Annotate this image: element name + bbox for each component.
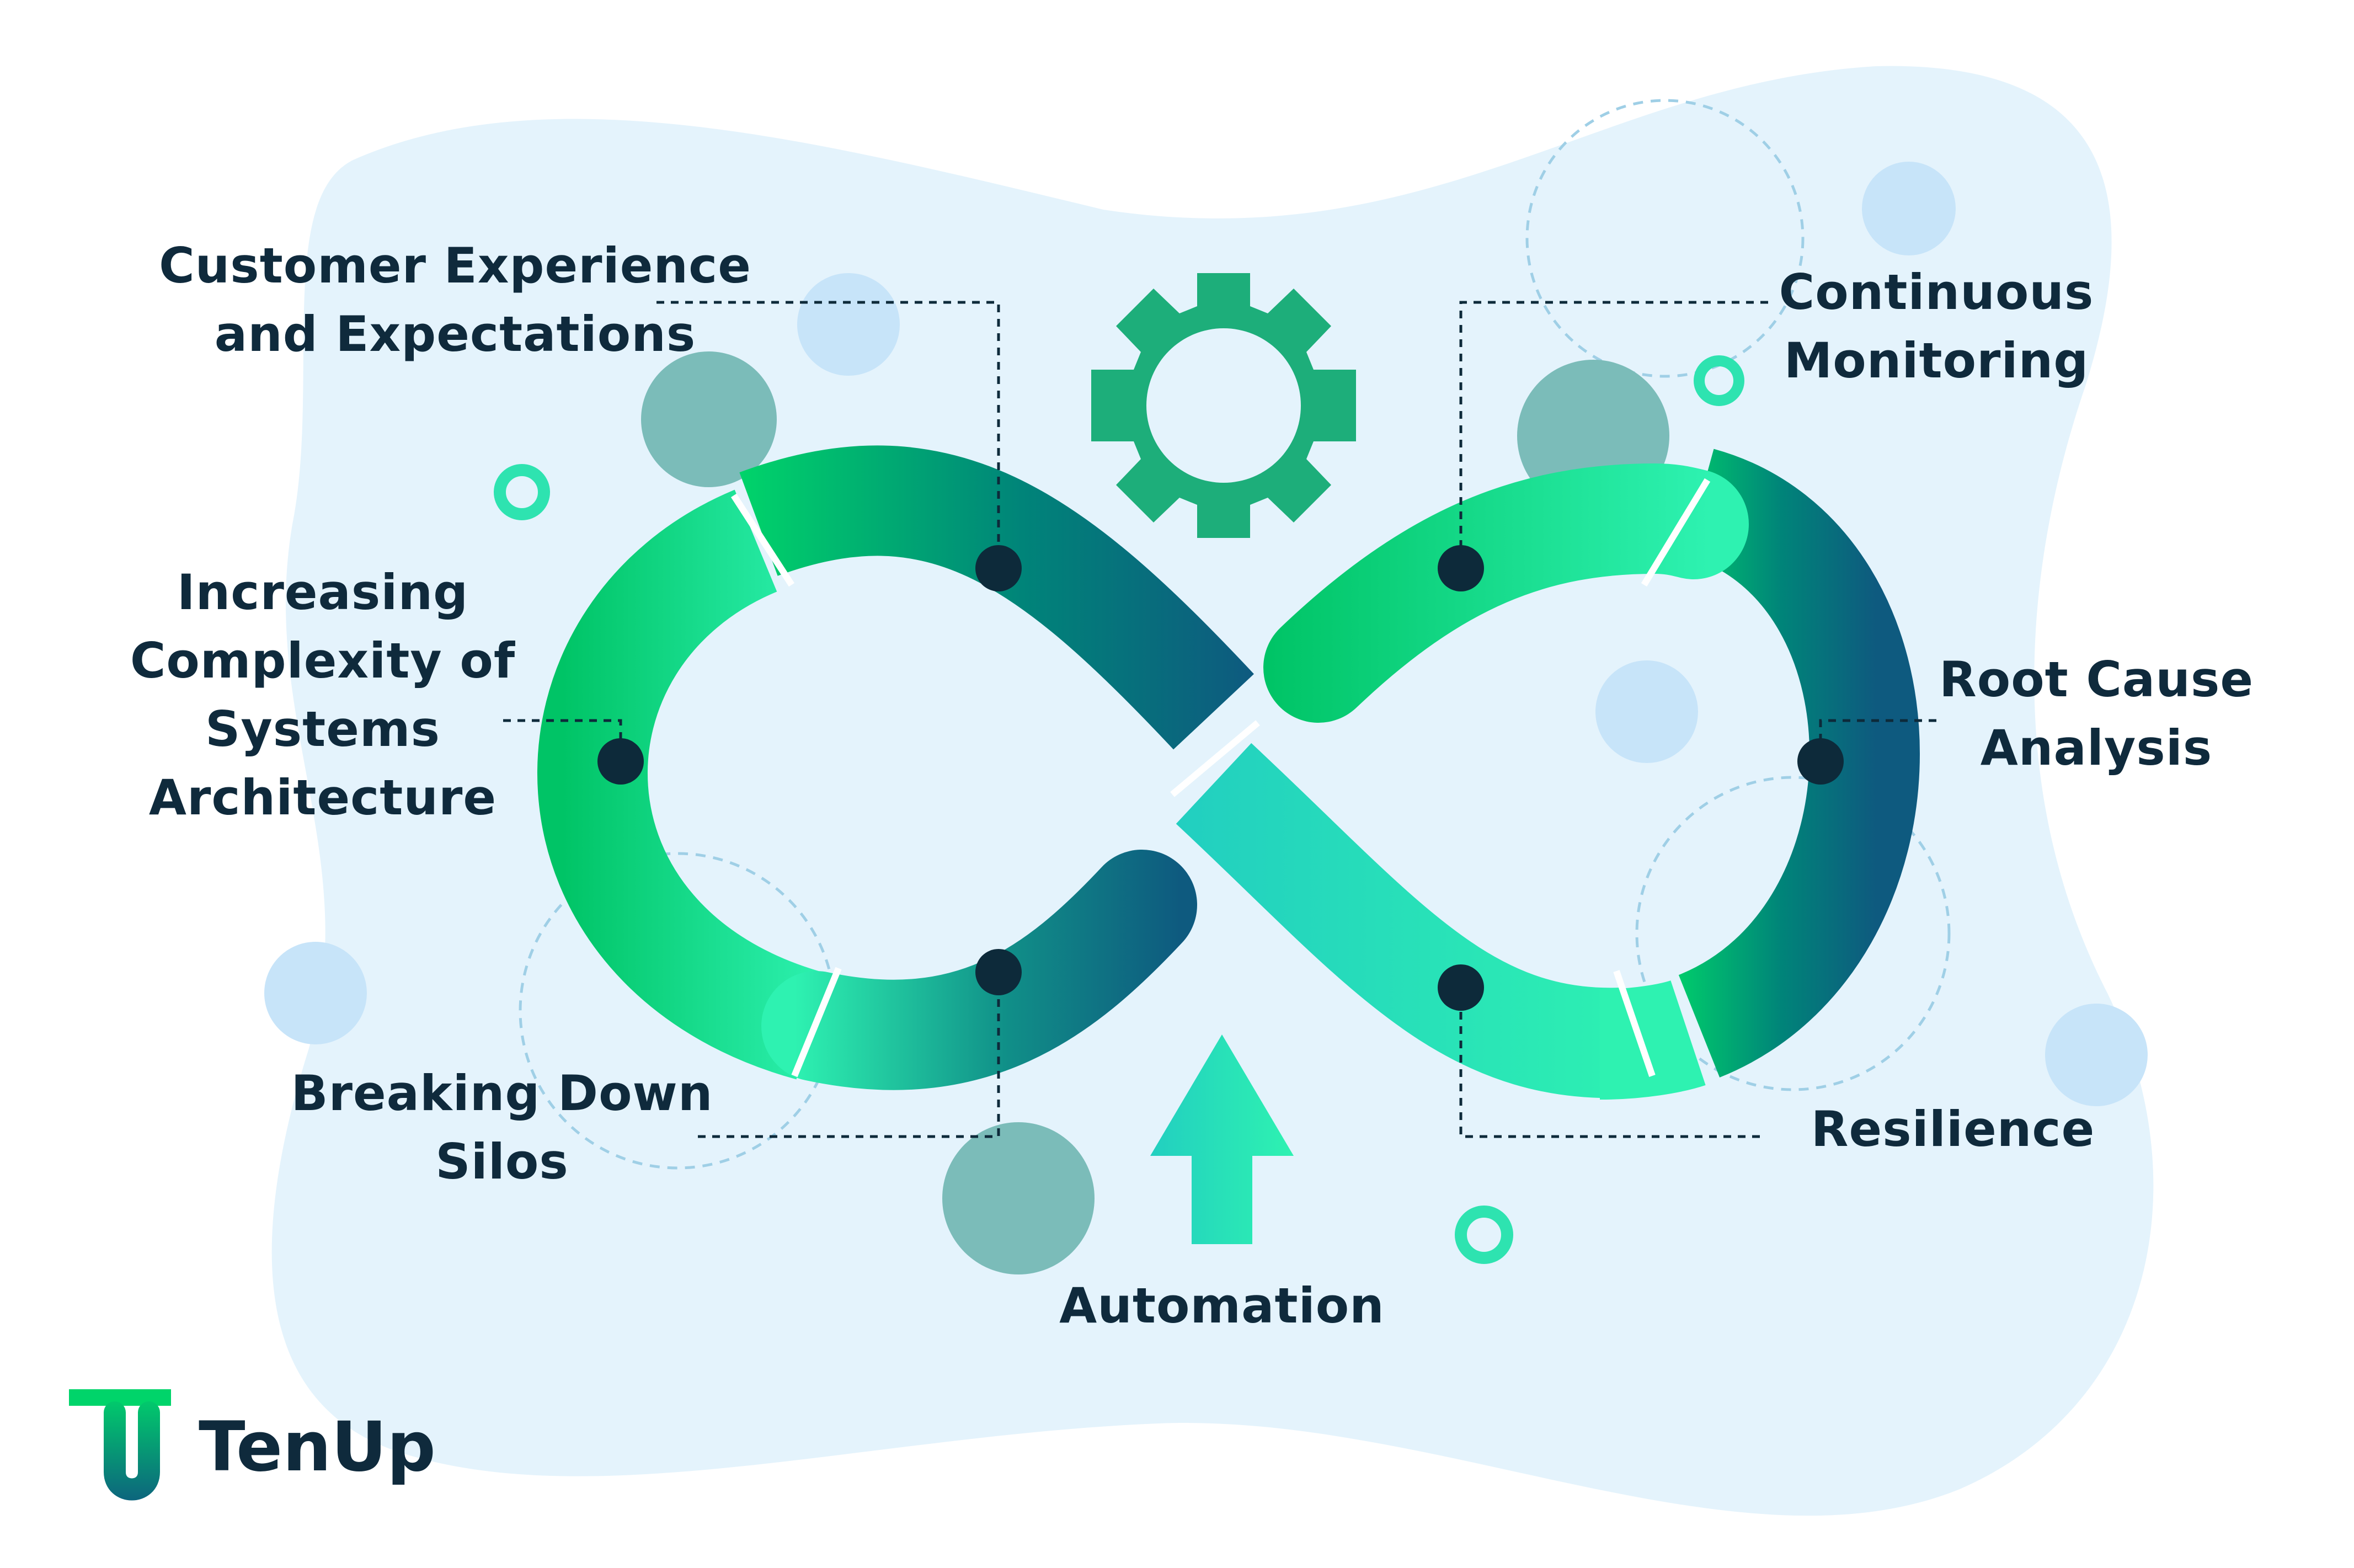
dashed-circle-right (1635, 776, 1951, 1091)
label-automation: Automation (1059, 1277, 1385, 1334)
infinity-loop (537, 445, 1920, 1100)
loop-separators (730, 478, 1711, 1078)
label-continuous-monitoring: Continuous Monitoring (1779, 264, 2094, 389)
dot-root-cause (1797, 738, 1844, 785)
leader-lines (503, 301, 1936, 1138)
dot-silos (975, 949, 1022, 995)
label-increasing-complexity: Increasing Complexity of Systems Archite… (130, 564, 516, 826)
loop-right-bottom-segment (1599, 980, 1706, 1100)
light-blue-circle (2045, 1004, 2148, 1106)
label-customer-experience: Customer Experience and Expectations (159, 237, 751, 362)
leader-complexity (503, 719, 622, 759)
leader-root-cause (1819, 719, 1936, 759)
label-root-cause-analysis: Root Cause Analysis (1939, 651, 2254, 776)
dashed-circle-top (1525, 99, 1805, 378)
mint-ring (1455, 1206, 1513, 1264)
tenup-logo-icon (69, 1389, 171, 1501)
light-blue-circle (1595, 660, 1698, 763)
mint-ring (1694, 355, 1744, 406)
dot-complexity (597, 738, 644, 785)
light-blue-circle (1862, 162, 1956, 255)
up-arrow-icon (1150, 1034, 1294, 1244)
marker-dots (597, 545, 1844, 1011)
light-blue-circle (797, 273, 900, 376)
loop-right-top-segment (1263, 463, 1749, 723)
dot-monitoring (1438, 545, 1484, 591)
loop-right-arc-segment (1677, 449, 1920, 1078)
leader-monitoring (1459, 301, 1768, 568)
gear-icon (1091, 273, 1356, 538)
dot-customer (975, 545, 1022, 591)
grey-teal-circle (942, 1122, 1095, 1274)
mint-ring (494, 464, 550, 520)
label-breaking-down-silos: Breaking Down Silos (291, 1065, 713, 1190)
grey-teal-circle (641, 351, 777, 487)
tenup-logo-text: TenUp (199, 1407, 436, 1487)
loop-left-top-segment (739, 445, 1254, 750)
leader-customer (656, 301, 1000, 568)
loop-left-bottom-segment (761, 850, 1197, 1090)
label-resilience: Resilience (1811, 1101, 2095, 1158)
dot-resilience (1438, 964, 1484, 1011)
loop-cross-segment (1176, 743, 1624, 1098)
light-blue-circle (264, 942, 367, 1044)
loop-left-arc-segment (537, 489, 826, 1080)
